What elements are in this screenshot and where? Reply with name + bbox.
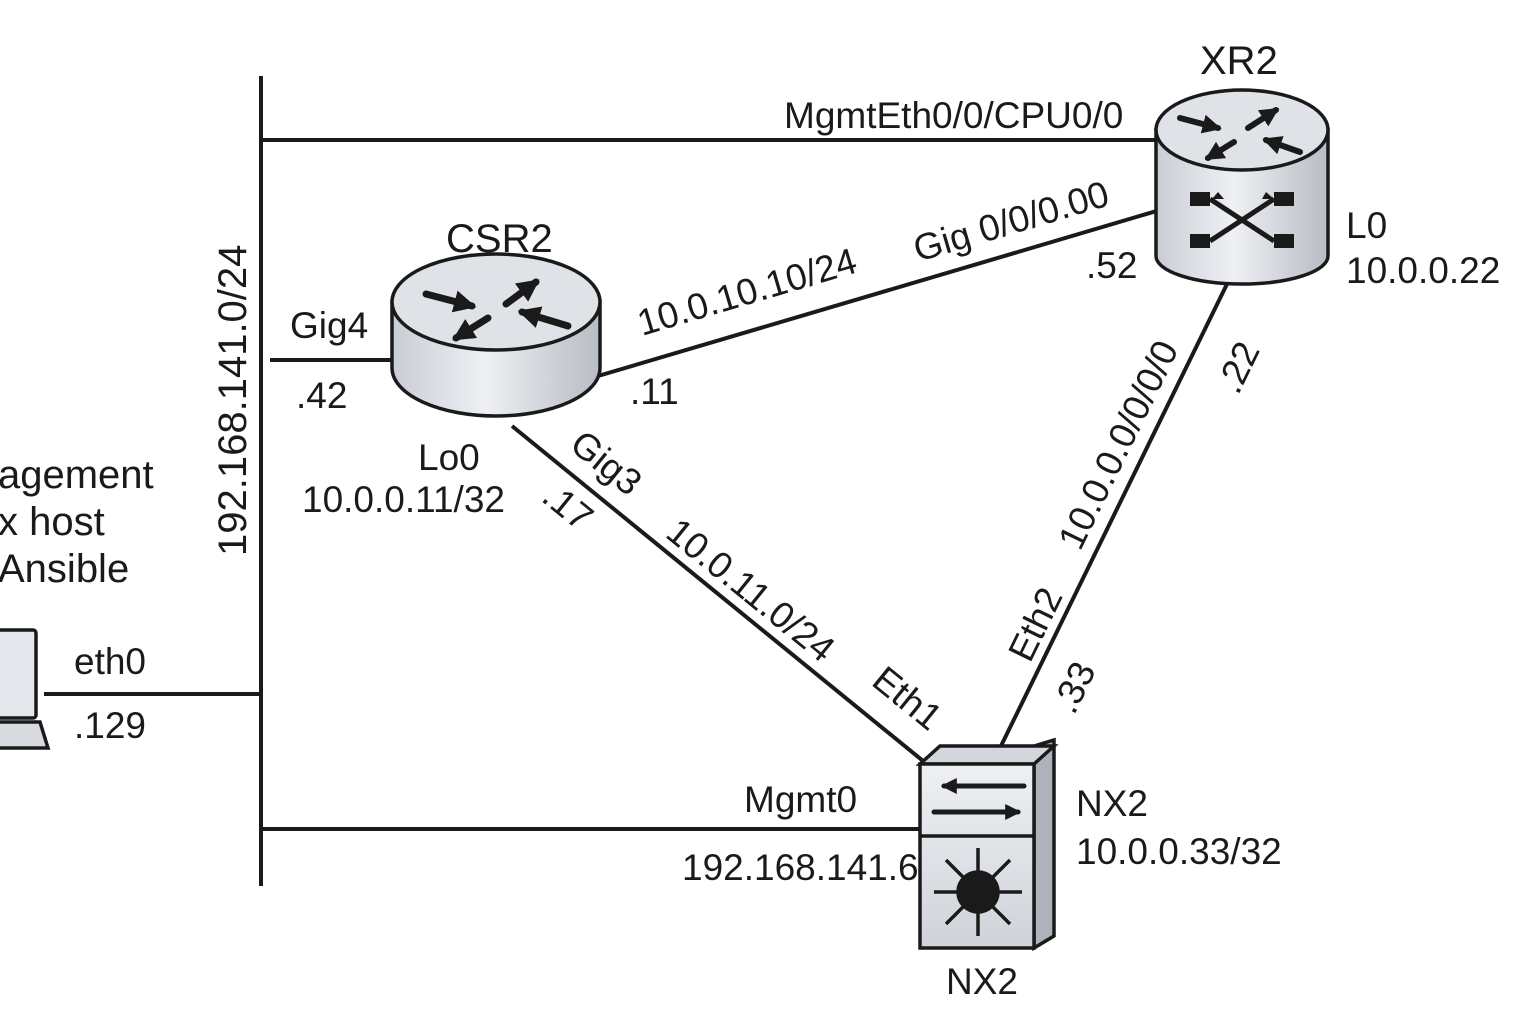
link-csr2-xr2-a-ip-label: .11 xyxy=(630,371,679,412)
mgmt-network-label: 192.168.141.0/24 xyxy=(211,245,255,556)
host-label-line3: Ansible xyxy=(0,547,129,591)
link-csr2-nx2-subnet-label: 10.0.11.0/24 xyxy=(659,510,843,670)
link-csr2-xr2 xyxy=(597,208,1161,378)
host-ip-label: .129 xyxy=(74,705,146,746)
management-bus xyxy=(44,76,1160,886)
csr2-loopback-ip-label: 10.0.0.11/32 xyxy=(302,479,505,520)
laptop-icon xyxy=(0,628,51,750)
xr2-loopback-ip-label: 10.0.0.22 xyxy=(1346,250,1500,291)
data-links xyxy=(510,208,1230,767)
csr2-mgmt-ip-label: .42 xyxy=(296,375,347,416)
csr2-loopback-name-label: Lo0 xyxy=(418,437,480,478)
link-xr2-nx2-a-ip-label: .22 xyxy=(1208,335,1267,399)
xr2-mgmt-iface-label: MgmtEth0/0/CPU0/0 xyxy=(784,95,1123,136)
nx2-mgmt-ip-label: 192.168.141.6 xyxy=(682,847,919,888)
csr2-name-label: CSR2 xyxy=(446,217,553,261)
host-iface-label: eth0 xyxy=(74,641,146,682)
link-xr2-nx2-b-ip-label: .33 xyxy=(1044,655,1103,719)
link-xr2-nx2-subnet-label: 10.0.0.0/0/0/0 xyxy=(1050,334,1186,555)
xr2-router-icon xyxy=(1154,88,1330,286)
crossbar-switch-icon xyxy=(1190,192,1294,248)
nx2-side-name-label: NX2 xyxy=(1076,783,1148,824)
host-label-line1: agement xyxy=(0,453,154,497)
nx2-loopback-ip-label: 10.0.0.33/32 xyxy=(1076,831,1282,872)
xr2-name-label: XR2 xyxy=(1200,39,1278,83)
xr2-loopback-name-label: L0 xyxy=(1346,205,1387,246)
csr2-router-icon xyxy=(390,252,602,418)
link-xr2-nx2 xyxy=(998,281,1230,749)
nx2-switch-icon xyxy=(915,737,1059,952)
csr2-mgmt-iface-label: Gig4 xyxy=(290,305,368,346)
link-csr2-xr2-b-ip-label: .52 xyxy=(1086,245,1137,286)
link-csr2-xr2-subnet-label: 10.0.10.10/24 xyxy=(633,240,862,344)
star-fabric-icon xyxy=(934,848,1022,936)
link-csr2-nx2-a-ip-label: .17 xyxy=(535,474,601,538)
link-csr2-nx2 xyxy=(510,424,930,767)
host-label-line2: x host xyxy=(0,500,105,544)
nx2-mgmt-iface-label: Mgmt0 xyxy=(744,779,857,820)
nx2-bottom-name-label: NX2 xyxy=(946,961,1018,1002)
